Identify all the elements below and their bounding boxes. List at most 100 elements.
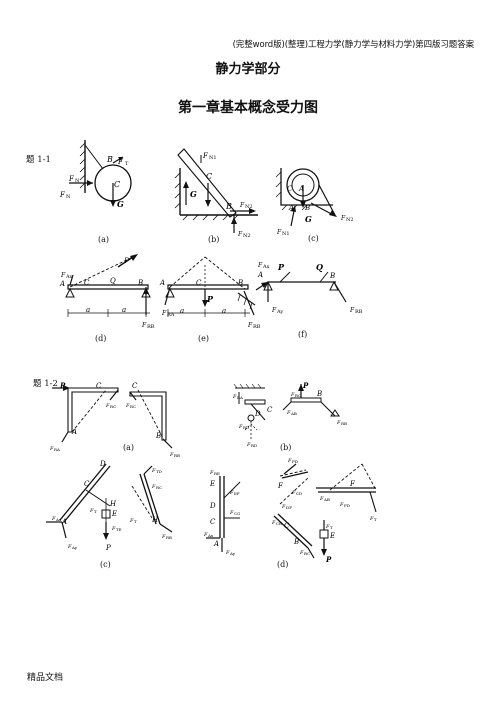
svg-text:F: F: [229, 510, 234, 516]
svg-text:D: D: [254, 410, 261, 418]
svg-text:RB: RB: [355, 309, 363, 315]
svg-text:F: F: [68, 175, 75, 183]
svg-text:F: F: [59, 191, 66, 199]
svg-text:F: F: [281, 504, 286, 510]
svg-text:F: F: [290, 392, 295, 398]
svg-text:F: F: [277, 482, 284, 490]
problem-1-1-label: 题 1-1: [26, 155, 51, 165]
caption-1-2a: (a): [123, 443, 135, 452]
svg-text:AB: AB: [290, 411, 297, 416]
svg-text:RD: RD: [243, 425, 249, 430]
svg-text:RB: RB: [174, 453, 180, 458]
svg-text:F: F: [287, 458, 292, 464]
svg-text:C: C: [84, 279, 90, 287]
svg-text:F: F: [105, 403, 110, 409]
svg-text:C: C: [267, 406, 273, 414]
caption-1-2d: (d): [277, 560, 289, 569]
figure-1-2b: F RA D C F RD F RD P F RC B F AB F RB: [232, 381, 347, 448]
svg-text:D: D: [99, 460, 106, 468]
svg-text:B: B: [329, 272, 335, 280]
svg-text:F: F: [60, 272, 66, 279]
svg-text:G: G: [117, 199, 124, 209]
svg-text:B: B: [155, 432, 161, 440]
svg-text:RD: RD: [251, 443, 257, 448]
svg-text:F: F: [247, 322, 253, 329]
figure-1-1d: F Ax A C Q B P a a F RB: [59, 254, 155, 330]
svg-text:F: F: [209, 470, 214, 476]
caption-1-1e: (e): [198, 334, 209, 343]
svg-text:F: F: [89, 508, 94, 514]
caption-1-1b: (b): [208, 235, 220, 244]
svg-text:F: F: [339, 502, 344, 508]
svg-text:F: F: [202, 152, 209, 160]
svg-text:F: F: [349, 307, 355, 314]
svg-text:F: F: [117, 158, 124, 166]
svg-text:T: T: [94, 509, 97, 514]
svg-text:A: A: [61, 518, 67, 526]
caption-1-1c: (c): [308, 234, 319, 243]
svg-text:DF: DF: [286, 505, 292, 510]
running-header: (完整word版)(整理)工程力学(静力学与材料力学)第四版习题答案: [232, 40, 475, 50]
svg-text:E: E: [209, 480, 215, 488]
svg-text:RB: RB: [166, 535, 172, 540]
svg-text:RB: RB: [147, 324, 155, 330]
svg-text:N2: N2: [245, 204, 253, 210]
svg-text:F: F: [349, 480, 356, 488]
svg-text:E: E: [111, 510, 117, 518]
svg-text:Ay: Ay: [276, 309, 283, 315]
svg-text:E: E: [329, 532, 335, 540]
svg-text:F: F: [319, 496, 324, 502]
figure-1-2a: P C C A B F RC F RC F RA F RB: [49, 381, 180, 458]
svg-text:C: C: [284, 522, 290, 530]
svg-text:F: F: [257, 262, 263, 269]
svg-text:BC: BC: [304, 551, 310, 556]
svg-text:T: T: [134, 519, 137, 524]
svg-text:a: a: [122, 306, 126, 314]
svg-text:N2: N2: [243, 233, 251, 239]
chapter-title: 第一章基本概念受力图: [178, 100, 318, 116]
svg-text:H: H: [109, 500, 117, 508]
svg-text:Q: Q: [110, 277, 116, 285]
svg-text:F: F: [271, 520, 276, 526]
svg-text:Ay: Ay: [71, 545, 78, 550]
figure-1-1c: C A A B G F N1 F N2: [273, 160, 354, 237]
svg-text:FD: FD: [292, 459, 298, 464]
svg-text:F: F: [340, 215, 346, 222]
svg-text:F: F: [271, 307, 277, 314]
svg-text:F: F: [276, 229, 282, 236]
footer-text: 精品文档: [27, 673, 64, 683]
svg-text:Ax: Ax: [65, 274, 73, 280]
svg-text:F: F: [111, 526, 116, 532]
svg-text:T: T: [125, 161, 129, 167]
svg-text:N2: N2: [346, 217, 354, 223]
svg-text:CD: CD: [296, 491, 302, 496]
svg-text:TD: TD: [156, 469, 162, 474]
svg-text:F: F: [239, 202, 245, 209]
svg-text:G: G: [190, 189, 197, 199]
svg-text:C: C: [132, 382, 138, 390]
svg-text:F: F: [161, 534, 166, 540]
caption-1-1d: (d): [95, 334, 107, 343]
svg-text:EF: EF: [234, 491, 240, 496]
svg-text:C: C: [96, 382, 102, 390]
svg-text:A: A: [288, 204, 294, 212]
svg-text:Ay: Ay: [229, 551, 236, 556]
caption-1-2b: (b): [280, 443, 292, 452]
svg-text:C: C: [114, 180, 120, 189]
svg-text:B: B: [106, 155, 113, 164]
svg-text:D: D: [209, 502, 216, 510]
svg-text:TE: TE: [116, 527, 122, 532]
svg-text:G: G: [305, 214, 312, 224]
svg-text:RB: RB: [253, 324, 261, 330]
svg-text:P: P: [277, 262, 285, 272]
svg-text:RA: RA: [237, 395, 243, 400]
svg-text:B: B: [304, 204, 310, 212]
svg-text:B: B: [137, 279, 143, 287]
svg-text:F: F: [67, 544, 72, 550]
svg-text:a: a: [222, 307, 226, 315]
svg-text:T: T: [330, 525, 333, 530]
svg-text:P: P: [206, 294, 214, 304]
svg-text:Q: Q: [316, 262, 323, 272]
svg-text:Ax: Ax: [262, 264, 270, 270]
figure-1-2d: F RE E D C F EF F CG F Ax A F Ay F FD F …: [203, 458, 377, 564]
